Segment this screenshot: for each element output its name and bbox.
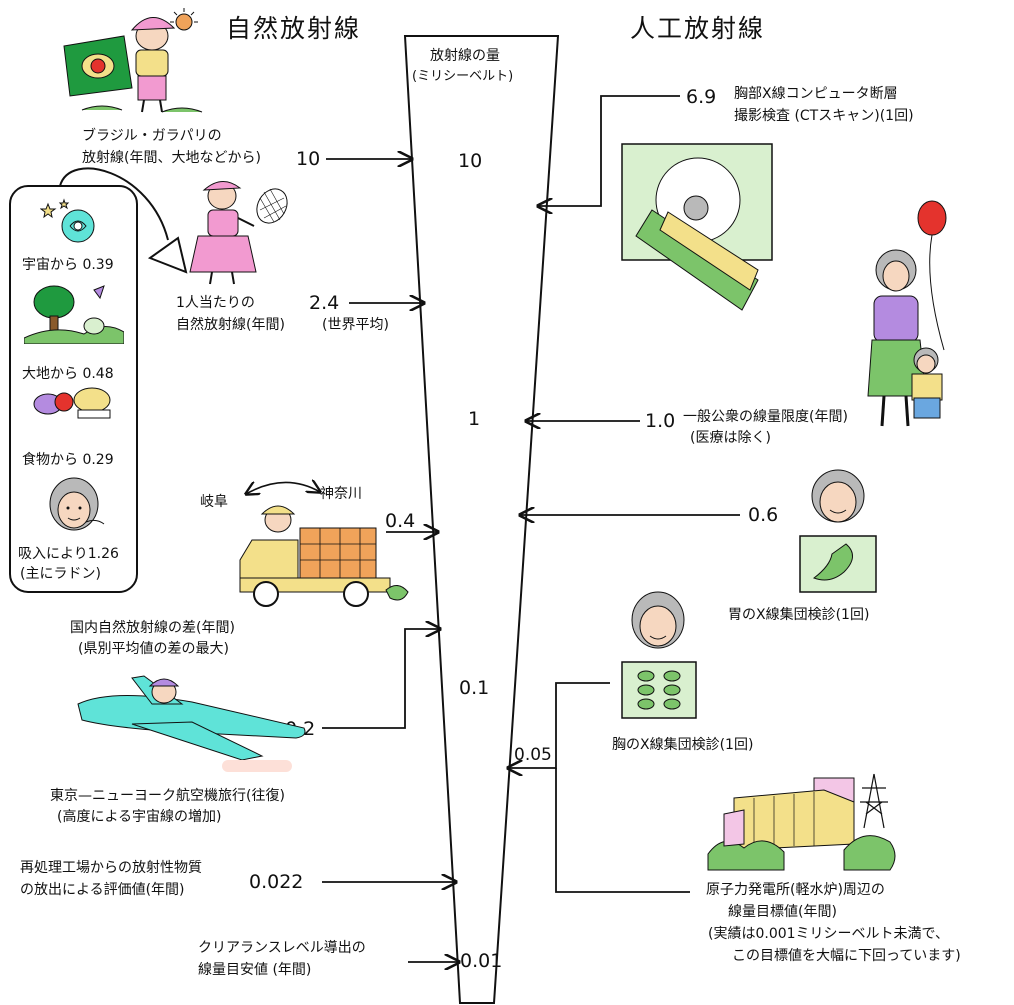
world-avg-label-1: 1人当たりの (176, 295, 255, 311)
inhaling-person-icon (49, 477, 105, 531)
breakdown-inhalation-2: (主にラドン) (20, 566, 101, 582)
funnel-tick-10: 10 (458, 150, 483, 172)
balloon-icon (917, 200, 947, 236)
airplane-illustration (77, 675, 306, 772)
domestic-from: 岐阜 (200, 494, 228, 510)
domestic-to: 神奈川 (320, 486, 362, 502)
breakdown-inhalation-1: 吸入により1.26 (18, 546, 119, 562)
brazil-label-2: 放射線(年間、大地などから) (82, 150, 261, 166)
nuclear-power-plant-illustration (707, 773, 896, 871)
breakdown-box (9, 185, 138, 593)
gifu-kanagawa-arc (246, 482, 320, 494)
public-limit-label-1: 一般公衆の線量限度(年間) (683, 409, 848, 425)
arrow-flight (322, 629, 440, 729)
funnel-tick-1: 1 (468, 408, 481, 430)
heading-artificial-radiation: 人工放射線 (630, 14, 766, 43)
funnel-tick-0-1: 0.1 (459, 677, 490, 699)
arrow-chest (508, 682, 610, 768)
sun-icon (175, 13, 193, 31)
public-limit-label-2: (医療は除く) (690, 430, 771, 446)
brazil-person-flag-illustration (63, 8, 203, 113)
stomach-xray-illustration (799, 469, 877, 593)
breakdown-ground: 大地から 0.48 (22, 366, 114, 382)
public-limit-value: 1.0 (645, 410, 676, 432)
funnel-title: 放射線の量 (430, 48, 500, 64)
domestic-value: 0.4 (385, 510, 416, 532)
stomach-label: 胃のX線集団検診(1回) (728, 607, 870, 623)
power-tower-icon (860, 773, 888, 829)
chest-label: 胸のX線集団検診(1回) (612, 737, 754, 753)
brazil-label-1: ブラジル・ガラパリの (82, 128, 222, 144)
npp-label-2: 線量目標値(年間) (728, 904, 837, 920)
domestic-label-1: 国内自然放射線の差(年間) (70, 620, 235, 636)
tennis-player-illustration (189, 181, 288, 285)
grandmother-child-balloon-illustration (867, 200, 947, 427)
world-avg-note: (世界平均) (322, 317, 389, 333)
breakdown-curved-arrow (59, 167, 169, 241)
world-avg-label-2: 自然放射線(年間) (176, 317, 285, 333)
connector-npp (555, 768, 690, 893)
npp-label-3: (実績は0.001ミリシーベルト未満で、 (708, 926, 949, 942)
breakdown-food: 食物から 0.29 (22, 452, 114, 468)
clearance-label-1: クリアランスレベル導出の (198, 940, 366, 956)
breakdown-space: 宇宙から 0.39 (22, 257, 114, 273)
npp-label-4: この目標値を大幅に下回っています) (732, 948, 961, 964)
npp-label-1: 原子力発電所(軽水炉)周辺の (706, 882, 885, 898)
funnel-unit: (ミリシーベルト) (412, 69, 514, 84)
ct-value: 6.9 (686, 86, 717, 108)
truck-illustration (239, 505, 409, 607)
flight-label-1: 東京—ニューヨーク航空機旅行(往復) (50, 788, 285, 804)
space-sun-icon (40, 198, 95, 243)
dose-funnel (403, 35, 560, 1004)
reprocessing-value: 0.022 (249, 871, 304, 893)
reprocessing-label-1: 再処理工場からの放射性物質 (20, 860, 202, 876)
ct-label-1: 胸部X線コンピュータ断層 (734, 86, 898, 102)
food-plate-icon (33, 387, 111, 419)
clearance-label-2: 線量目安値 (年間) (198, 962, 312, 978)
flight-label-2: (高度による宇宙線の増加) (57, 809, 222, 825)
ct-scan-illustration (621, 143, 773, 311)
ct-label-2: 撮影検査 (CTスキャン)(1回) (734, 108, 914, 124)
brazil-value: 10 (296, 148, 321, 170)
reprocessing-label-2: の放出による評価値(年間) (20, 882, 185, 898)
arrow-ct (538, 95, 680, 206)
heading-natural-radiation: 自然放射線 (226, 14, 362, 43)
funnel-tick-0-01: 0.01 (460, 950, 503, 972)
world-avg-value: 2.4 (309, 292, 340, 314)
stomach-value: 0.6 (748, 504, 779, 526)
domestic-label-2: (県別平均値の差の最大) (78, 641, 229, 657)
ground-landscape-icon (24, 285, 124, 344)
chest-value: 0.05 (514, 745, 552, 765)
chest-xray-illustration (621, 591, 697, 719)
